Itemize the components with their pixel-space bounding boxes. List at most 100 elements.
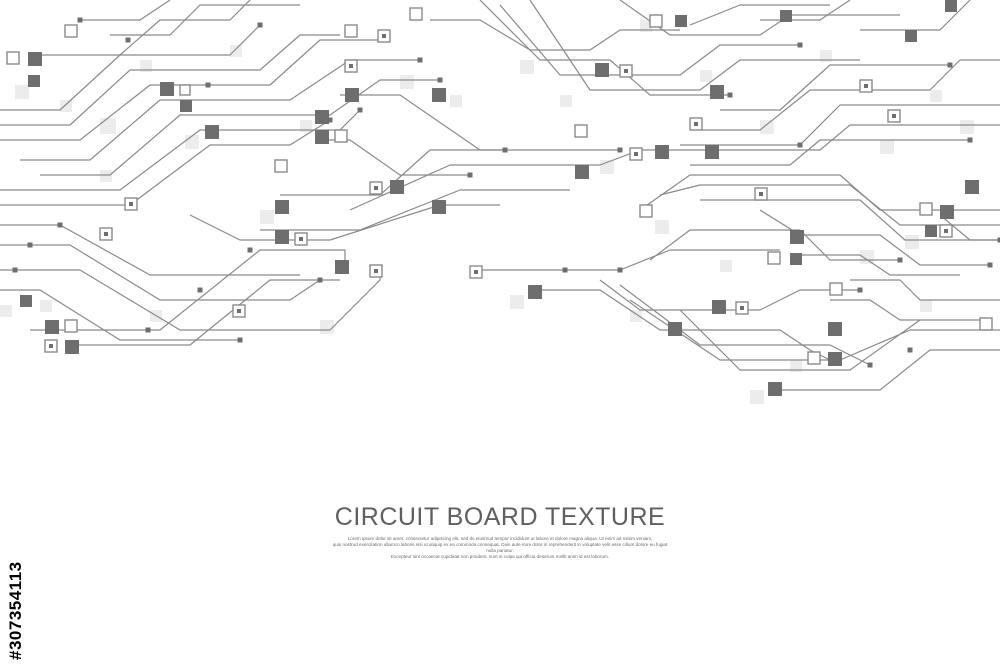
trace-end-dot (247, 247, 253, 253)
hollow-pad (344, 24, 358, 38)
circuit-pad (925, 225, 937, 237)
background-square (60, 100, 72, 112)
circuit-trace (20, 59, 420, 161)
circuit-trace (189, 204, 500, 241)
framed-pad-core (892, 114, 896, 118)
circuit-pad (945, 0, 957, 12)
circuit-trace (690, 139, 970, 166)
trace-end-dot (237, 337, 243, 343)
circuit-pad (20, 295, 32, 307)
circuit-trace (70, 279, 340, 346)
stock-id-label: #307354113 (4, 432, 26, 662)
framed-pad-core (382, 34, 386, 38)
lorem-paragraph: Lorem ipsum dolor sit amet, consectetur … (330, 536, 670, 560)
hollow-pad (639, 204, 653, 218)
trace-end-dot (125, 37, 131, 43)
trace-end-dot (327, 117, 333, 123)
hollow-pad (334, 129, 348, 143)
framed-pad-core (299, 237, 303, 241)
trace-end-dot (502, 147, 508, 153)
circuit-trace (540, 289, 831, 361)
background-square (0, 305, 12, 317)
background-square (260, 210, 274, 224)
circuit-trace (599, 279, 860, 311)
circuit-pad (965, 180, 979, 194)
circuit-trace (850, 279, 1000, 301)
framed-pad-core (49, 344, 53, 348)
circuit-trace (480, 249, 780, 271)
circuit-pad (768, 382, 782, 396)
framed-pad-core (624, 69, 628, 73)
circuit-trace (0, 34, 340, 126)
circuit-pad (705, 145, 719, 159)
circuit-trace (0, 289, 240, 341)
circuit-pad (345, 88, 359, 102)
hollow-pad (274, 159, 288, 173)
trace-end-dot (357, 107, 363, 113)
trace-end-dot (12, 267, 18, 273)
circuit-trace (700, 199, 1000, 241)
circuit-pad (790, 253, 802, 265)
trace-end-dot (317, 277, 323, 283)
background-square (230, 45, 242, 57)
framed-pad-core (349, 64, 353, 68)
trace-end-dot (617, 267, 623, 273)
trace-end-dot (562, 267, 568, 273)
circuit-trace (340, 94, 505, 151)
trace-end-dot (257, 22, 263, 28)
trace-end-dot (77, 17, 83, 23)
trace-end-dot (897, 257, 903, 263)
circuit-trace (619, 284, 871, 366)
framed-pad-core (374, 186, 378, 190)
trace-end-dot (867, 362, 873, 368)
framed-pad-core (864, 84, 868, 88)
background-square (720, 260, 732, 272)
hollow-pad (649, 14, 663, 28)
circuit-pad (710, 85, 724, 99)
circuit-pad (205, 125, 219, 139)
trace-end-dot (197, 287, 203, 293)
circuit-trace (639, 174, 1000, 211)
circuit-pad (675, 15, 687, 27)
circuit-trace (430, 19, 680, 51)
circuit-pad (712, 300, 726, 314)
background-square (15, 85, 29, 99)
hollow-pad (64, 24, 78, 38)
hollow-pad (829, 282, 843, 296)
background-square (880, 140, 894, 154)
trace-end-dot (205, 82, 211, 88)
paragraph-line: Lorem ipsum dolor sit amet, consectetur … (347, 536, 653, 541)
background-square (930, 90, 942, 102)
paragraph-line: Excepteur sint occaecat cupidatat non pr… (390, 554, 610, 559)
trace-end-dot (467, 172, 473, 178)
circuit-pad (180, 100, 192, 112)
trace-end-dot (437, 77, 443, 83)
circuit-trace (30, 249, 346, 331)
circuit-pad (905, 30, 917, 42)
background-square (140, 60, 152, 72)
circuit-pad (432, 88, 446, 102)
hollow-pad (179, 84, 191, 96)
background-square (960, 120, 974, 134)
hollow-pad (979, 317, 993, 331)
circuit-pad (595, 63, 609, 77)
framed-pad-core (374, 269, 378, 273)
circuit-pad (28, 75, 40, 87)
trace-end-dot (947, 62, 953, 68)
circuit-pad (65, 340, 79, 354)
trace-end-dot (797, 142, 803, 148)
circuit-trace (790, 254, 960, 276)
background-square (520, 60, 534, 74)
circuit-pad (575, 165, 589, 179)
circuit-trace (830, 299, 980, 321)
circuit-trace (770, 349, 1000, 391)
hollow-pad (574, 124, 588, 138)
trace-end-dot (617, 147, 623, 153)
trace-end-dot (57, 222, 63, 228)
hollow-pad (64, 319, 78, 333)
trace-end-dot (797, 42, 803, 48)
circuit-pad (432, 200, 446, 214)
hollow-pad (409, 7, 423, 21)
circuit-trace (720, 64, 950, 111)
hollow-pad (6, 51, 20, 65)
